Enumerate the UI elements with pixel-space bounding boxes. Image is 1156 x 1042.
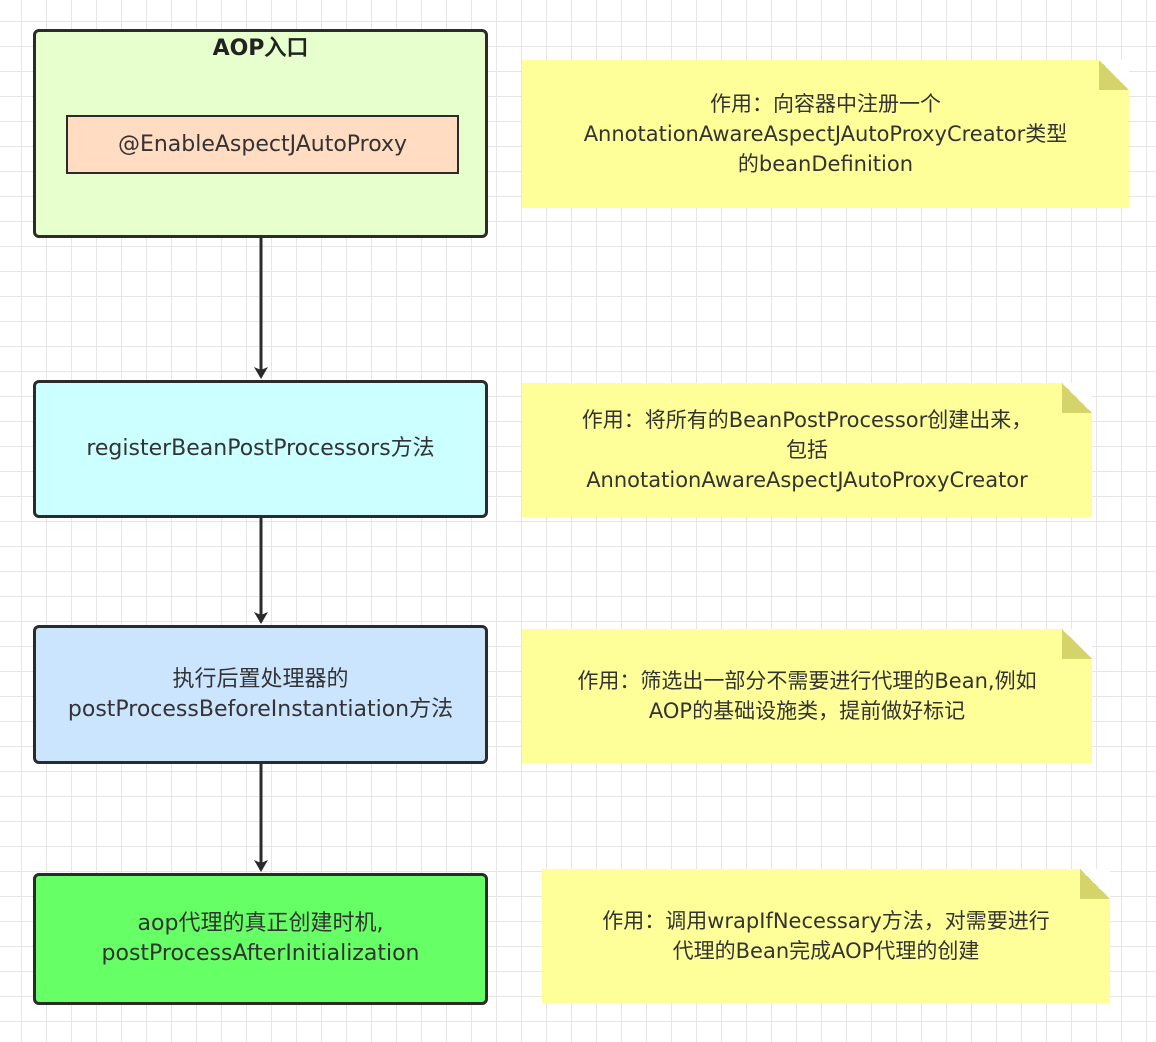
aop-entry-box[interactable]: AOP入口 @EnableAspectJAutoProxy (33, 29, 488, 238)
aop-entry-title: AOP入口 (212, 36, 309, 61)
note-fold-corner (1062, 629, 1092, 659)
note-fold-corner (1099, 60, 1129, 90)
register-bean-post-processors-label: registerBeanPostProcessors方法 (86, 436, 435, 461)
note-create-aop-proxy[interactable]: 作用：调用wrapIfNecessary方法，对需要进行 代理的Bean完成AO… (542, 869, 1110, 1003)
note-register-bean-definition-text: 作用：向容器中注册一个 AnnotationAwareAspectJAutoPr… (583, 92, 1068, 176)
post-process-after-initialization-box[interactable]: aop代理的真正创建时机, postProcessAfterInitializa… (33, 873, 488, 1005)
register-bean-post-processors-box[interactable]: registerBeanPostProcessors方法 (33, 380, 488, 518)
note-fold-corner (1080, 869, 1110, 899)
note-create-post-processors-text: 作用：将所有的BeanPostProcessor创建出来， 包括 Annotat… (581, 408, 1033, 492)
post-process-before-instantiation-box[interactable]: 执行后置处理器的 postProcessBeforeInstantiation方… (33, 625, 488, 764)
note-create-post-processors[interactable]: 作用：将所有的BeanPostProcessor创建出来， 包括 Annotat… (522, 383, 1092, 517)
note-create-aop-proxy-text: 作用：调用wrapIfNecessary方法，对需要进行 代理的Bean完成AO… (602, 909, 1050, 963)
note-register-bean-definition[interactable]: 作用：向容器中注册一个 AnnotationAwareAspectJAutoPr… (522, 60, 1129, 208)
note-fold-corner (1062, 383, 1092, 413)
post-process-after-initialization-label: aop代理的真正创建时机, postProcessAfterInitializa… (101, 911, 420, 966)
note-filter-beans-text: 作用：筛选出一部分不需要进行代理的Bean,例如 AOP的基础设施类，提前做好标… (577, 669, 1037, 723)
enable-aspectj-annotation-box[interactable]: @EnableAspectJAutoProxy (66, 115, 459, 174)
enable-aspectj-annotation-label: @EnableAspectJAutoProxy (117, 131, 408, 157)
note-filter-beans[interactable]: 作用：筛选出一部分不需要进行代理的Bean,例如 AOP的基础设施类，提前做好标… (522, 629, 1092, 763)
post-process-before-instantiation-label: 执行后置处理器的 postProcessBeforeInstantiation方… (67, 666, 454, 722)
